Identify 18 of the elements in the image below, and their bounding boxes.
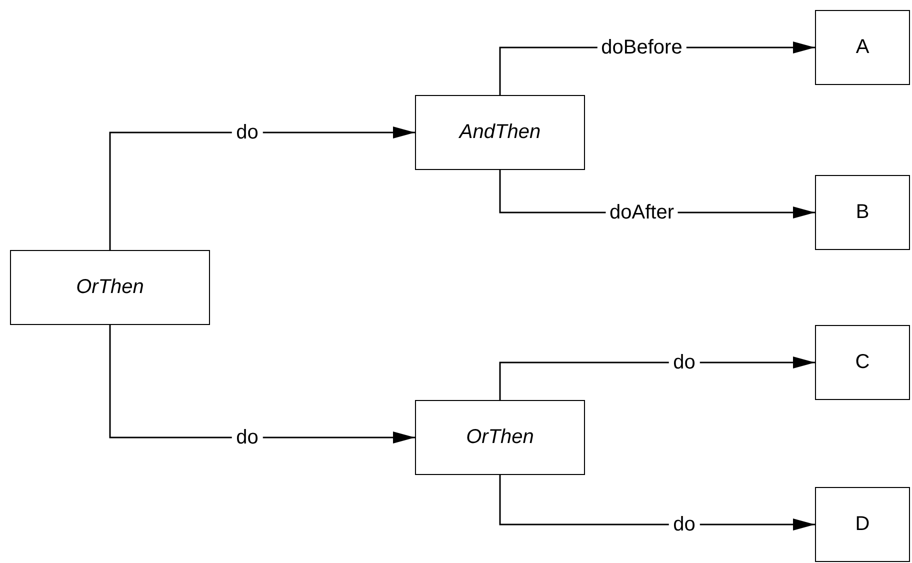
- process-box: [415, 95, 585, 170]
- node-label: OrThen: [76, 276, 144, 299]
- node-label: OrThen: [466, 426, 534, 449]
- arrow: [109, 126, 415, 250]
- arrow: [499, 475, 815, 530]
- process-box: [815, 175, 910, 250]
- process-box: [10, 250, 210, 325]
- arrow: [109, 325, 415, 444]
- node-label: A: [856, 36, 870, 59]
- node-label: AndThen: [459, 121, 541, 144]
- process-box: [415, 400, 585, 475]
- node-label: D: [855, 513, 870, 536]
- arrow: [499, 356, 815, 400]
- node-label: B: [856, 201, 870, 224]
- process-box: [815, 487, 910, 562]
- node-label: C: [855, 351, 870, 374]
- process-box: [815, 10, 910, 85]
- process-box: [815, 325, 910, 400]
